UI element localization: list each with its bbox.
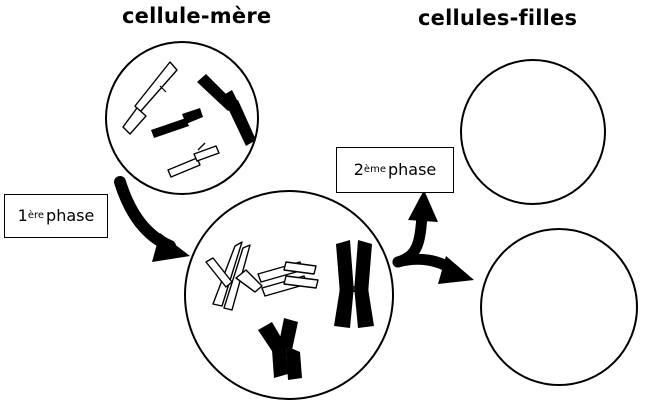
daughter-cell-top <box>461 60 605 204</box>
mother-cell-title: cellule-mère <box>122 4 271 28</box>
arrow-phase2 <box>398 190 474 284</box>
phase2-ordinal: 2 <box>354 162 364 178</box>
phase2-suffix: ème <box>364 165 386 175</box>
phase1-suffix: ère <box>28 211 44 221</box>
phase1-word: phase <box>46 208 94 224</box>
daughter-cell-bottom <box>481 229 637 385</box>
phase2-word: phase <box>388 162 436 178</box>
phase2-label-box: 2èmephase <box>336 147 454 193</box>
phase1-ordinal: 1 <box>18 208 28 224</box>
daughter-cells-title: cellules-filles <box>418 6 577 30</box>
phase1-label-box: 1èrephase <box>4 194 108 238</box>
